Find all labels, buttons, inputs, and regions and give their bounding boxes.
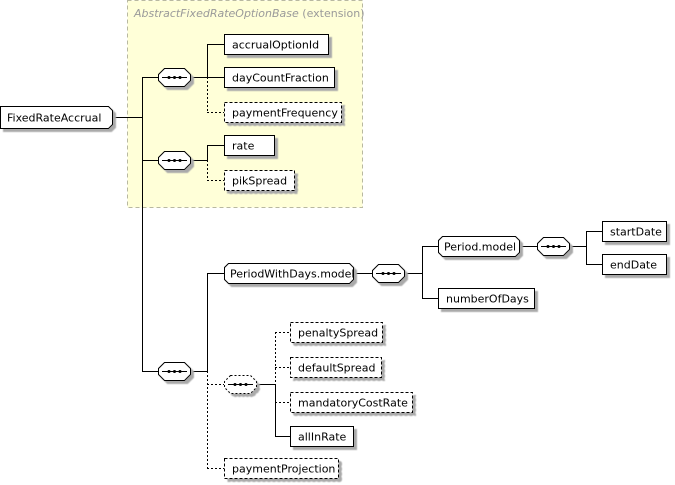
element-accrual-option-id[interactable]: accrualOptionId: [224, 34, 329, 55]
element-payment-frequency[interactable]: paymentFrequency: [224, 102, 342, 123]
sequence-compositor[interactable]: [158, 362, 191, 381]
element-label: allInRate: [298, 431, 347, 444]
element-default-spread[interactable]: defaultSpread: [290, 357, 382, 378]
element-label: mandatoryCostRate: [298, 397, 408, 410]
element-mandatory-cost-rate[interactable]: mandatoryCostRate: [290, 392, 413, 413]
element-label: pikSpread: [232, 175, 287, 188]
element-label: paymentProjection: [232, 463, 335, 476]
element-label: accrualOptionId: [232, 39, 319, 52]
element-day-count-fraction[interactable]: dayCountFraction: [224, 67, 335, 88]
sequence-compositor[interactable]: [158, 151, 191, 170]
element-label: defaultSpread: [298, 362, 375, 375]
element-rate[interactable]: rate: [224, 135, 275, 156]
svg-text:AbstractFixedRateOptionBase (e: AbstractFixedRateOptionBase (extension): [133, 7, 365, 20]
element-label: startDate: [610, 226, 662, 239]
element-payment-projection[interactable]: paymentProjection: [224, 458, 339, 479]
element-penalty-spread[interactable]: penaltySpread: [290, 322, 383, 343]
element-all-in-rate[interactable]: allInRate: [290, 426, 354, 447]
connector-lines: [112, 44, 602, 469]
element-pik-spread[interactable]: pikSpread: [224, 170, 295, 191]
element-end-date[interactable]: endDate: [602, 254, 667, 275]
group-period-model[interactable]: Period.model: [438, 236, 520, 257]
sequence-compositor[interactable]: [537, 237, 570, 256]
element-label: paymentFrequency: [232, 107, 338, 120]
base-type-suffix: (extension): [299, 7, 365, 20]
group-label: PeriodWithDays.model: [230, 268, 354, 281]
sequence-compositor[interactable]: [158, 68, 191, 87]
element-label: endDate: [610, 259, 657, 272]
root-element[interactable]: FixedRateAccrual: [0, 106, 113, 129]
element-start-date[interactable]: startDate: [602, 221, 667, 242]
base-type-name: AbstractFixedRateOptionBase: [133, 7, 299, 20]
element-label: penaltySpread: [298, 327, 378, 340]
sequence-compositor[interactable]: [372, 264, 405, 283]
group-period-with-days-model[interactable]: PeriodWithDays.model: [224, 263, 355, 284]
element-number-of-days[interactable]: numberOfDays: [438, 288, 535, 309]
sequence-compositor-optional[interactable]: [224, 375, 257, 394]
root-element-label: FixedRateAccrual: [7, 112, 101, 125]
group-label: Period.model: [444, 241, 516, 254]
element-label: rate: [232, 140, 255, 153]
element-label: numberOfDays: [446, 293, 529, 306]
element-label: dayCountFraction: [232, 72, 329, 85]
